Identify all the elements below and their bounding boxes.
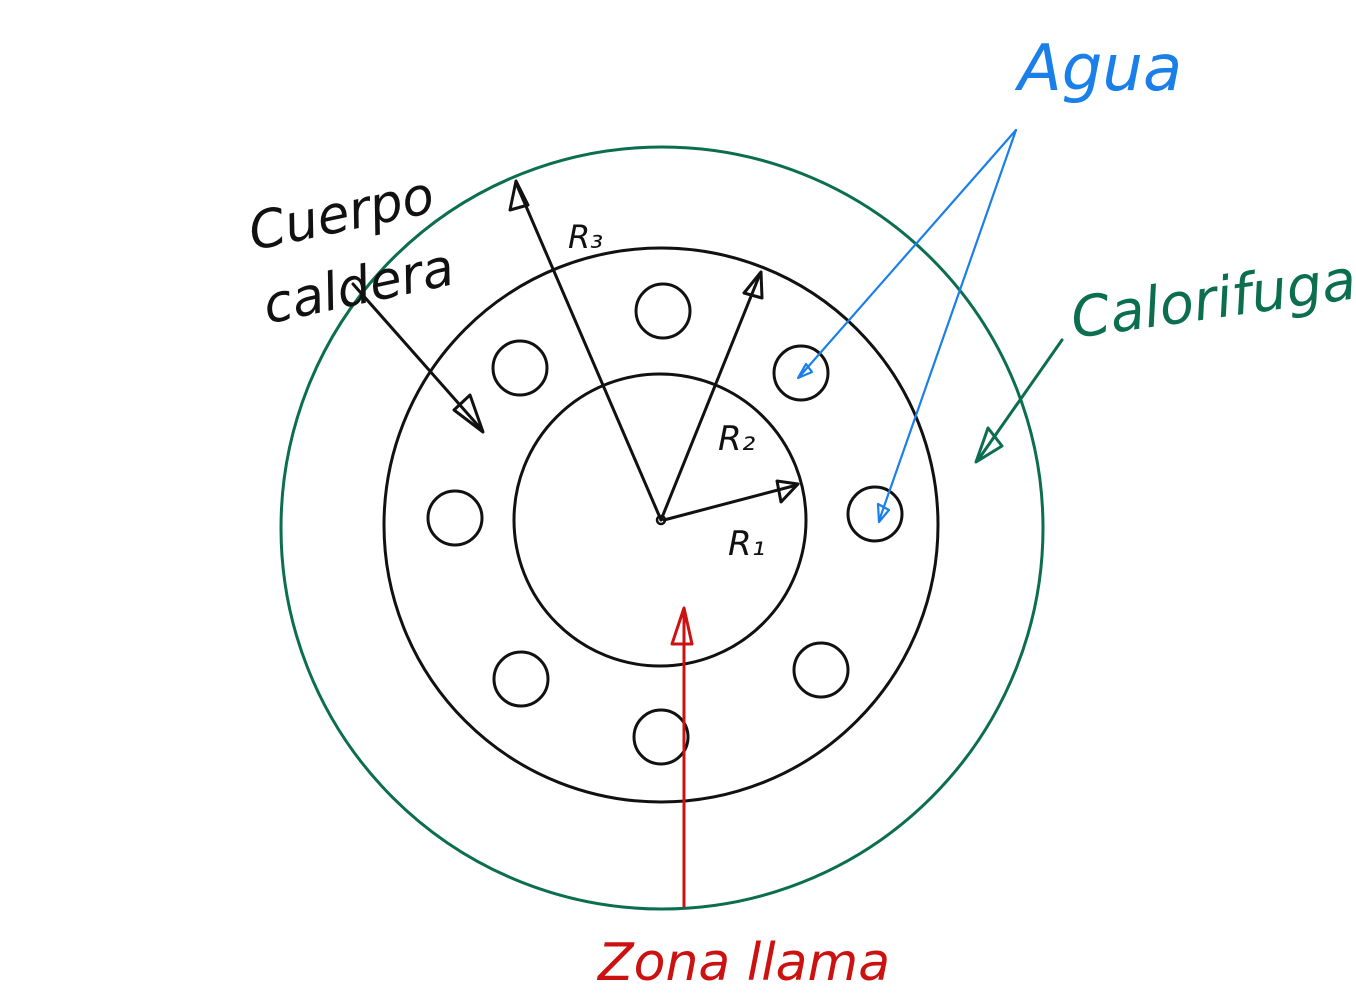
agua-arrow-line-upper (798, 128, 1018, 378)
r2-arrow-line (659, 272, 762, 522)
zona-llama-arrowhead (670, 606, 694, 646)
radius-arrows (508, 179, 800, 522)
agua-arrowhead-upper (796, 362, 814, 380)
cuerpo-caldera-arrow-line (351, 282, 484, 432)
insulation-outer-circle (279, 145, 1045, 911)
calorifugado-arrowhead (974, 426, 1004, 464)
water-tube (491, 339, 549, 397)
r1-label: R₁ (728, 524, 765, 564)
r3-label: R₃ (568, 218, 603, 256)
agua-label: Agua (1014, 32, 1182, 106)
r1-arrowhead (775, 479, 800, 504)
r3-arrow-line (514, 181, 663, 522)
water-tubes (426, 282, 904, 766)
water-tube (632, 708, 690, 766)
boiler-body-circle (382, 246, 940, 804)
water-tube (792, 641, 850, 699)
calorifugado-label: Calorifugado (1067, 238, 1356, 352)
water-tube (846, 485, 904, 543)
agua-arrow-line-lower (878, 128, 1018, 520)
zona-llama-label: Zona llama (596, 933, 890, 993)
calorifugado-arrow-line (976, 338, 1064, 462)
cuerpo-caldera-arrowhead (452, 393, 485, 434)
flame-zone-circle (512, 372, 808, 668)
r3-arrowhead (508, 179, 530, 212)
water-tube (426, 489, 484, 547)
water-tube (634, 282, 692, 340)
water-tube (492, 650, 550, 708)
r2-arrowhead (742, 270, 764, 300)
r2-label: R₂ (718, 419, 756, 459)
water-tube (772, 344, 830, 402)
agua-arrowhead-lower (876, 502, 891, 524)
r1-arrow-line (662, 483, 799, 522)
